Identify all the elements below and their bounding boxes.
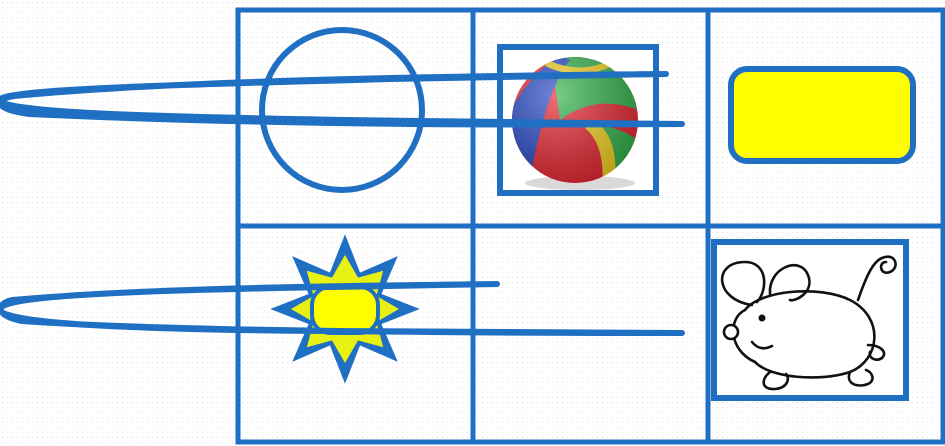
mouse-drawing-image — [714, 242, 906, 398]
circle-outline-icon — [262, 30, 422, 190]
star-with-yellow-center-icon — [273, 237, 417, 381]
mouse-eye — [759, 315, 766, 322]
mouse-image-background — [714, 242, 906, 398]
mouse-nose — [724, 325, 738, 339]
yellow-rounded-rectangle — [731, 69, 913, 161]
star-yellow-center — [312, 287, 378, 333]
